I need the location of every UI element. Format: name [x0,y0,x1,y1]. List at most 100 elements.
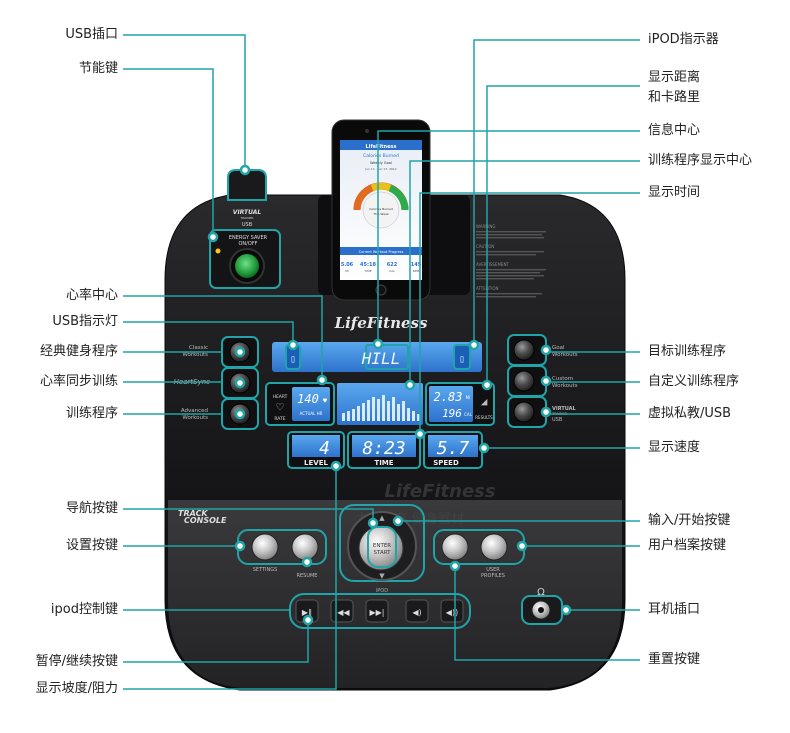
label-headphone: 耳机插口 [648,602,701,617]
phone-stat-label: CAL [389,269,395,273]
ipod-indicator-icon: ▯ [459,354,465,365]
avertissement-heading: AVERTISSEMENT [476,262,509,267]
callout-lines [123,34,640,690]
label-show-speed: 显示速度 [648,440,701,455]
headphone-jack[interactable]: Ω [521,587,563,625]
custom-label-1: Custom [552,376,573,382]
advanced-label-2: Workouts [182,415,208,421]
label-enter-start: 输入/开始按键 [648,513,731,528]
label-usb-indicator: USB指示灯 [52,314,118,329]
label-settings-keys: 设置按键 [65,538,118,553]
speed-value: 5.7 [437,438,470,459]
profile-bars [342,395,420,421]
right-workout-buttons: Goal Workouts Custom Workouts VIRTUAL TR… [551,345,578,423]
next-icon: ▶▶| [370,608,385,617]
volume-up-icon: ◀)) [446,608,458,617]
label-pause-resume: 暂停/继续按键 [35,654,118,669]
ipod-buttons[interactable]: ▶‖ |◀◀ ▶▶| ◀) ◀)) [295,599,464,623]
level-label: LEVEL [304,459,328,467]
label-nav-keys: 导航按键 [65,501,118,516]
user-profiles-label-1: USER [486,567,500,573]
distance-unit: MI [466,395,471,400]
phone-stat-value: 45:18 [360,262,376,268]
virtual-trainer-button[interactable] [507,396,547,428]
calories-value: 196 [442,407,462,420]
user-profiles-button[interactable] [480,533,508,561]
energy-saver-label: ENERGY SAVER [229,235,268,241]
custom-label-2: Workouts [552,383,578,389]
enter-label: ENTER [373,543,391,549]
virtual-trainer-usb-badge: VIRTUAL TRAINER USB [233,209,262,228]
label-classic-workouts: 经典健身程序 [39,344,118,359]
actual-hr-label: ACTUAL HR [300,411,323,416]
results-label: RESULTS [475,415,493,420]
label-advanced-workouts: 训练程序 [65,406,118,421]
resume-label: RESUME [297,573,318,579]
heart-rate-icon: ♥ [323,397,328,405]
label-user-profile: 用户档案按键 [648,538,727,553]
phone-app-title: LifeFitness [366,144,397,150]
nav-down-icon[interactable]: ▼ [379,572,385,580]
phone-stat-label: MI [345,269,349,273]
settings-label: SETTINGS [253,567,278,573]
heart-icon: ♡ [276,400,284,414]
user-profiles-label-2: PROFILES [481,573,505,579]
enter-start-button[interactable]: ENTER START [367,526,397,568]
settings-button[interactable] [251,533,279,561]
console-text: CONSOLE [184,516,227,525]
phone-stat-value: 622 [387,262,398,268]
label-ipod-control: ipod控制键 [50,602,118,617]
message-text: HILL [361,349,401,368]
label-virtual-trainer: 虚拟私教/USB [648,406,732,421]
volume-up-button[interactable] [440,599,464,623]
custom-workouts-button[interactable] [507,365,547,397]
distance-value: 2.83 [434,390,463,404]
nav-up-icon[interactable]: ▲ [379,514,385,522]
rate-label: RATE [274,416,285,422]
ipod-control-group [289,593,471,629]
caution-heading: CAUTION [476,244,494,249]
track-console-logo: TRACK CONSOLE [178,509,227,525]
volume-down-button[interactable] [405,599,429,623]
results-icon: ◢ [481,395,488,408]
label-heart-sync: 心率同步训练 [39,374,118,389]
label-goal-workouts: 目标训练程序 [648,344,727,359]
time-value: 8:23 [362,438,405,459]
label-usb-port: USB插口 [65,27,118,42]
virtual-text: VIRTUAL [233,209,262,216]
watermark-brand: LifeFitness [384,481,495,502]
power-button-icon [235,254,259,278]
phone-progress-bar [340,247,422,255]
goal-label-2: Workouts [552,352,578,358]
virtual-right-1: VIRTUAL [552,406,577,412]
phone-screen-title: Calories Burned [363,153,399,159]
reset-button[interactable] [441,533,469,561]
goal-label-1: Goal [552,345,565,351]
label-ipod-indicator: iPOD指示器 [648,32,719,47]
label-workout-center: 训练程序显示中心 [648,153,753,168]
headphone-icon: Ω [537,587,545,598]
resume-button[interactable] [291,533,319,561]
phone-app-header [340,140,422,150]
next-button[interactable] [365,599,389,623]
calories-unit: CAL [464,412,473,417]
message-center-display [272,342,482,372]
label-incline: 显示坡度/阻力 [35,681,118,696]
phone-camera-icon [365,129,369,133]
label-energy-key: 节能键 [78,61,118,76]
heart-label: HEART [273,394,288,400]
phone-progress-title: Current Workout Progress [359,250,404,254]
label-reset: 重置按键 [648,652,701,667]
phone-stat-label: BPM [413,269,420,273]
classic-label-1: Classic [189,345,208,351]
navigation-keys[interactable]: ▲ ▼ [339,504,425,582]
play-pause-icon: ▶‖ [302,608,312,617]
goal-workouts-button[interactable] [507,334,547,366]
level-value: 4 [319,438,330,459]
label-custom-workouts: 自定义训练程序 [648,374,740,389]
label-show-time: 显示时间 [648,185,701,200]
speed-label: SPEED [433,459,459,467]
energy-saver[interactable]: ENERGY SAVER ON/OFF [209,229,281,289]
phone-stat-label: TIME [363,269,371,273]
